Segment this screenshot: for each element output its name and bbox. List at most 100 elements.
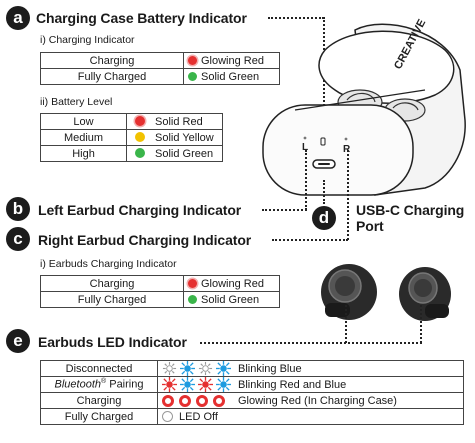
- heading-left-earbud-charging: Left Earbud Charging Indicator: [38, 202, 242, 218]
- red-led-icon: [198, 377, 213, 392]
- state-cell: Charging: [40, 392, 158, 409]
- blinking-blue-pattern: [162, 361, 238, 376]
- leader-line-b-vertical: [305, 150, 307, 210]
- right-label: R: [343, 144, 351, 155]
- table-row: Charging Glowing Red: [40, 275, 280, 292]
- table-row: Disconnected Blinking Blue: [40, 360, 464, 377]
- leader-line-e-left: [345, 305, 347, 343]
- indicator-cell: Blinking Red and Blue: [157, 376, 464, 393]
- badge-b: b: [6, 197, 30, 221]
- badge-d: d: [312, 206, 336, 230]
- indicator-label: Glowing Red (In Charging Case): [238, 394, 397, 407]
- table-row: Fully Charged Solid Green: [40, 291, 280, 308]
- case-charging-table: Charging Glowing Red Fully Charged Solid…: [40, 52, 280, 85]
- leader-line-e-horizontal: [200, 342, 422, 344]
- heading-usb-c-port-line2: Port: [356, 218, 384, 234]
- indicator-label: Glowing Red: [201, 54, 264, 67]
- indicator-cell: Glowing Red: [183, 52, 280, 69]
- green-led-icon: [188, 294, 197, 304]
- badge-e: e: [6, 329, 30, 353]
- bluetooth-text: Bluetooth: [54, 378, 101, 391]
- battery-level-subtitle: ii) Battery Level: [40, 96, 113, 108]
- red-led-icon: [213, 394, 225, 407]
- state-cell: Fully Charged: [40, 408, 158, 425]
- red-led-icon: [188, 278, 197, 288]
- table-row: Charging Glowing Red (In Charging Case): [40, 392, 464, 409]
- yellow-led-icon: [135, 131, 145, 142]
- right-earbud: [399, 267, 451, 321]
- blue-led-icon: [180, 377, 195, 392]
- right-led-dot: [344, 137, 348, 141]
- indicator-cell: Solid Green: [183, 68, 280, 85]
- red-led-icon: [179, 394, 191, 407]
- indicator-label: Glowing Red: [201, 277, 264, 290]
- earbuds-led-table: Disconnected Blinking Blue Bluetooth® Pa…: [40, 360, 464, 425]
- indicator-cell: Solid Green: [183, 291, 280, 308]
- indicator-label: LED Off: [179, 410, 218, 423]
- heading-usb-c-port-line1: USB-C Charging: [356, 202, 465, 218]
- table-row: Charging Glowing Red: [40, 52, 280, 69]
- led-off-icon: [198, 361, 213, 376]
- indicator-label: Solid Green: [155, 147, 214, 160]
- state-cell: High: [40, 145, 127, 162]
- state-cell: Charging: [40, 52, 184, 69]
- state-cell: Low: [40, 113, 127, 130]
- table-row: Fully Charged LED Off: [40, 408, 464, 425]
- indicator-label: Blinking Red and Blue: [238, 378, 347, 391]
- indicator-label: Solid Yellow: [155, 131, 214, 144]
- red-led-icon: [162, 377, 177, 392]
- heading-right-earbud-charging: Right Earbud Charging Indicator: [38, 232, 252, 248]
- leader-line-a: [268, 17, 324, 19]
- badge-c: c: [6, 227, 30, 251]
- charging-case-illustration: CREATIVE L R: [262, 17, 466, 196]
- leader-line-c: [272, 239, 348, 241]
- earbuds-charging-table: Charging Glowing Red Fully Charged Solid…: [40, 275, 280, 308]
- table-row: Low Solid Red: [40, 113, 223, 130]
- indicator-cell: LED Off: [157, 408, 464, 425]
- state-cell: Medium: [40, 129, 127, 146]
- leader-line-b: [262, 209, 307, 211]
- red-led-icon: [162, 394, 174, 407]
- state-cell: Charging: [40, 275, 184, 292]
- indicator-cell: Glowing Red (In Charging Case): [157, 392, 464, 409]
- badge-a: a: [6, 6, 30, 30]
- led-off-icon: [162, 361, 177, 376]
- indicator-cell: Solid Red: [126, 113, 223, 130]
- blue-led-icon: [180, 361, 195, 376]
- green-led-icon: [188, 71, 197, 81]
- led-off-icon: [162, 411, 173, 422]
- case-charging-subtitle: i) Charging Indicator: [40, 34, 135, 46]
- left-earbud: [321, 264, 377, 320]
- state-cell: Bluetooth® Pairing: [40, 376, 158, 393]
- indicator-label: Solid Red: [155, 115, 203, 128]
- red-led-icon: [188, 55, 197, 65]
- glowing-red-pattern: [162, 394, 238, 407]
- table-row: Bluetooth® Pairing Blinking Red and Blue: [40, 376, 464, 393]
- state-cell: Fully Charged: [40, 68, 184, 85]
- earbuds-charging-subtitle: i) Earbuds Charging Indicator: [40, 258, 177, 270]
- heading-charging-case-battery: Charging Case Battery Indicator: [36, 10, 247, 26]
- blinking-red-blue-pattern: [162, 377, 238, 392]
- indicator-label: Solid Green: [201, 293, 260, 306]
- indicator-label: Blinking Blue: [238, 362, 302, 375]
- indicator-cell: Blinking Blue: [157, 360, 464, 377]
- case-led-icon: [320, 137, 326, 146]
- leader-line-c-vertical: [347, 150, 349, 240]
- blue-led-icon: [216, 361, 231, 376]
- state-cell: Fully Charged: [40, 291, 184, 308]
- left-led-dot: [303, 136, 307, 140]
- earbuds-illustration: [321, 264, 451, 321]
- leader-line-e-right: [420, 305, 422, 343]
- heading-earbuds-led: Earbuds LED Indicator: [38, 334, 187, 350]
- state-cell: Disconnected: [40, 360, 158, 377]
- left-label: L: [302, 142, 308, 153]
- green-led-icon: [135, 147, 145, 158]
- red-led-icon: [135, 115, 145, 126]
- red-led-icon: [196, 394, 208, 407]
- registered-mark: ®: [101, 378, 107, 386]
- table-row: Fully Charged Solid Green: [40, 68, 280, 85]
- battery-level-table: Low Solid Red Medium Solid Yellow High S…: [40, 113, 223, 162]
- table-row: Medium Solid Yellow: [40, 129, 223, 146]
- indicator-cell: Solid Yellow: [126, 129, 223, 146]
- pairing-text: Pairing: [106, 378, 144, 391]
